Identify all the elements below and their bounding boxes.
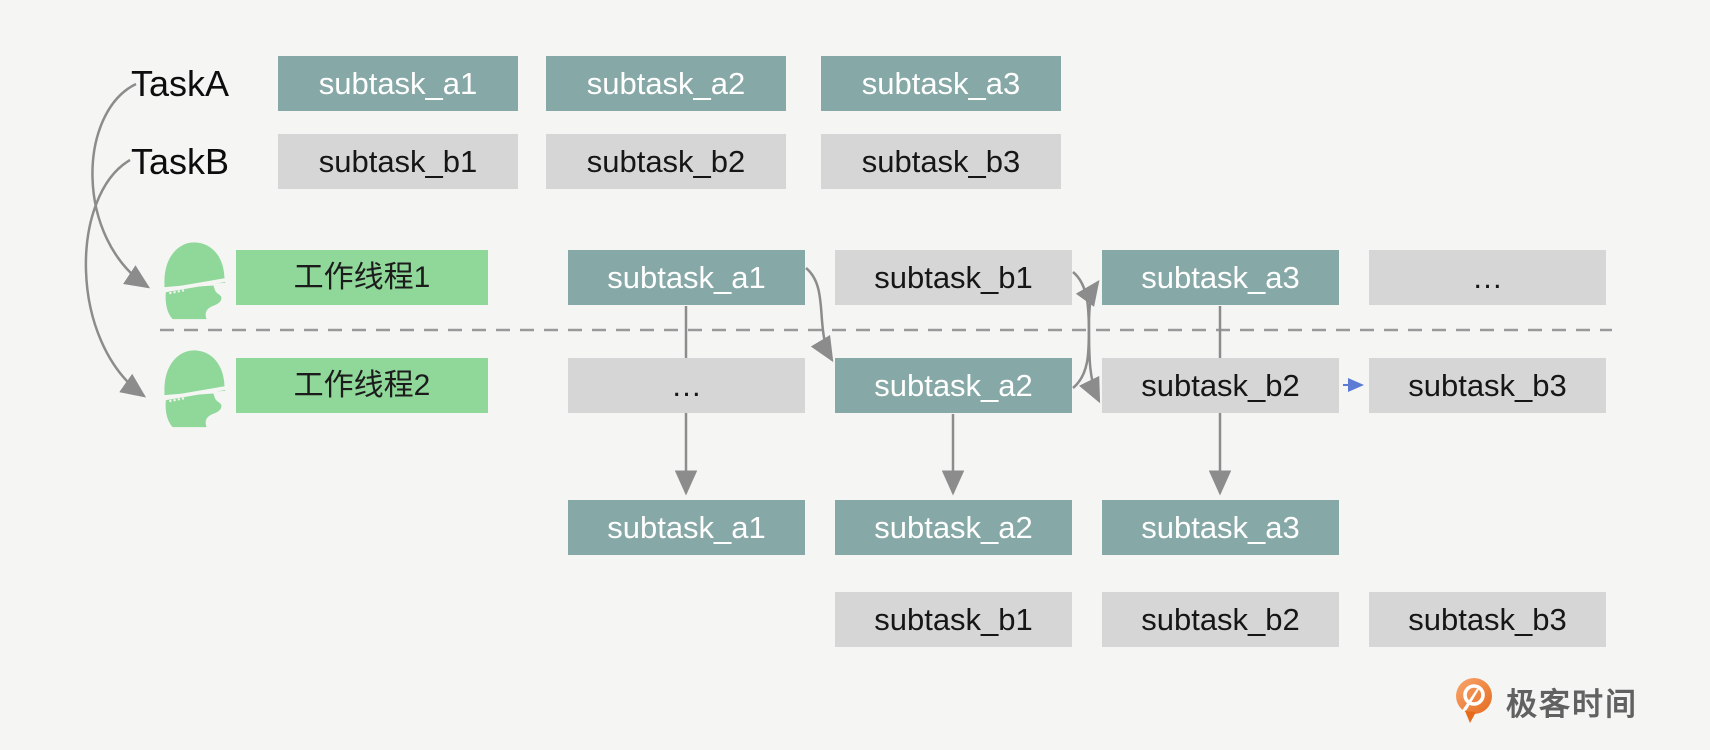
- taska-subtask3-box: subtask_a3: [821, 56, 1061, 111]
- completed-a2-box: subtask_a2: [835, 500, 1072, 555]
- thread1-label-box: 工作线程1: [236, 250, 488, 305]
- taska-label: TaskA: [131, 63, 230, 104]
- completed-a3-box: subtask_a3: [1102, 500, 1339, 555]
- thread1-queue-box-4: …: [1369, 250, 1606, 305]
- thread2-label-box: 工作线程2: [236, 358, 488, 413]
- geektime-logo-icon: [1456, 678, 1492, 723]
- taskb-subtask2-box: subtask_b2: [546, 134, 786, 189]
- thread1-queue-box-2: subtask_b1: [835, 250, 1072, 305]
- arrow-b1-to-b2: [1072, 271, 1101, 404]
- worker-helmet-icon-2: [156, 342, 232, 428]
- arrow-taskb-to-thread2: [84, 158, 147, 398]
- thread2-queue-box-2: subtask_a2: [835, 358, 1072, 413]
- taska-subtask2-box: subtask_a2: [546, 56, 786, 111]
- worker-helmet-icon-1: [156, 234, 232, 320]
- completed-b1-box: subtask_b1: [835, 592, 1072, 647]
- completed-b2-box: subtask_b2: [1102, 592, 1339, 647]
- thread2-queue-box-3: subtask_b2: [1102, 358, 1339, 413]
- geektime-logo: 极客时间: [1452, 676, 1638, 726]
- taska-subtask1-box: subtask_a1: [278, 56, 518, 111]
- arrow-taska-to-thread1: [91, 82, 151, 289]
- thread1-queue-box-1: subtask_a1: [568, 250, 805, 305]
- taskb-subtask1-box: subtask_b1: [278, 134, 518, 189]
- geektime-logo-text: 极客时间: [1506, 686, 1638, 722]
- completed-a1-box: subtask_a1: [568, 500, 805, 555]
- taskb-label: TaskB: [131, 141, 230, 182]
- taskb-subtask3-box: subtask_b3: [821, 134, 1061, 189]
- thread2-queue-box-1: …: [568, 358, 805, 413]
- thread2-queue-box-4: subtask_b3: [1369, 358, 1606, 413]
- arrow-a1-to-a2: [805, 267, 834, 363]
- thread1-queue-box-3: subtask_a3: [1102, 250, 1339, 305]
- completed-b3-box: subtask_b3: [1369, 592, 1606, 647]
- arrow-a2-to-a3: [1072, 279, 1100, 389]
